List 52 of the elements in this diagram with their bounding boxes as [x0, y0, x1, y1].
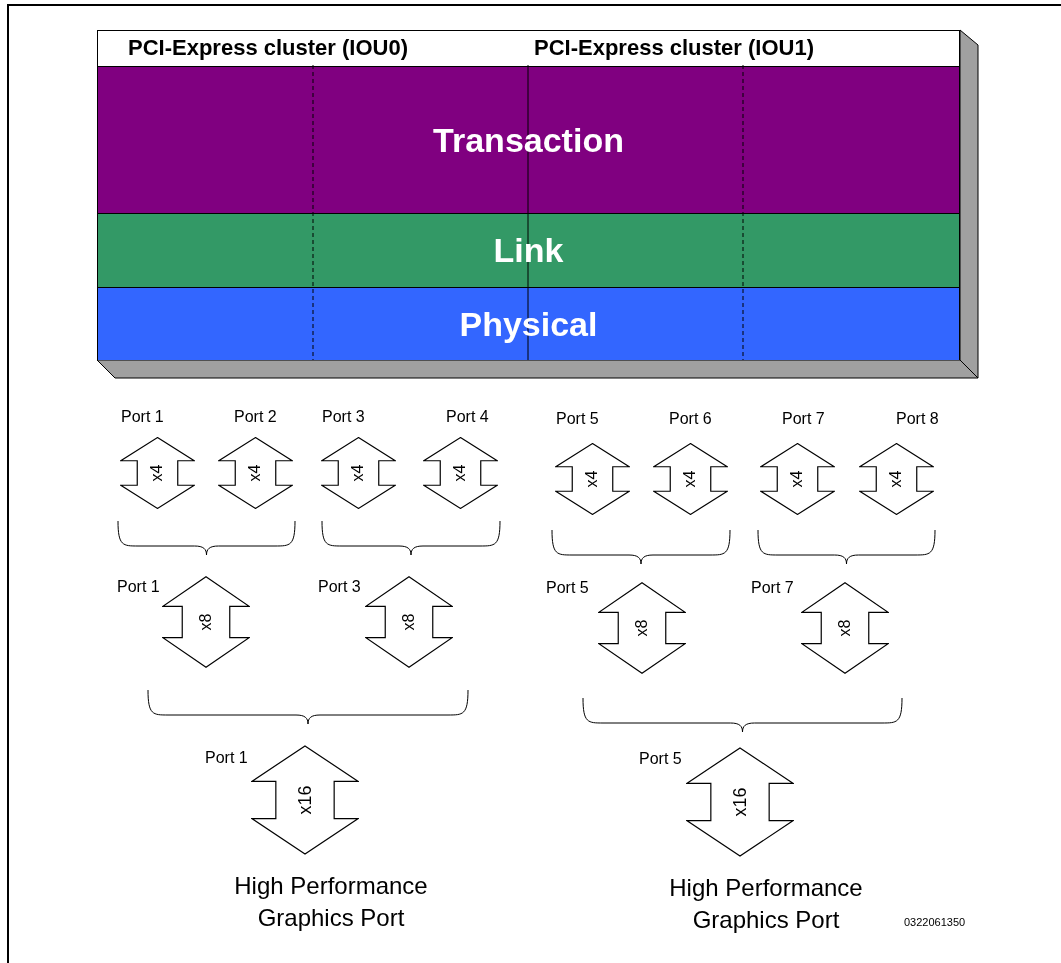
lane-width-label: x8 — [836, 619, 854, 637]
port-width-shape — [598, 582, 686, 674]
port-width-shape — [422, 437, 498, 509]
lane-width-label: x4 — [148, 464, 166, 482]
lane-width-label: x16 — [729, 787, 751, 817]
lane-width-label: x16 — [294, 785, 316, 815]
lane-width-label: x4 — [681, 470, 699, 488]
port-label: Port 1 — [121, 408, 164, 426]
port-width-shape — [251, 745, 359, 855]
port-width-shape — [686, 747, 794, 857]
layer-name: Link — [493, 231, 564, 270]
cluster-heading: PCI-Express cluster (IOU0) — [128, 35, 408, 61]
port-label: Port 1 — [205, 749, 248, 767]
lane-width-label: x4 — [788, 470, 806, 488]
port-label: Port 8 — [896, 410, 939, 428]
lane-width-label: x8 — [400, 613, 418, 631]
port-label: Port 5 — [546, 579, 589, 597]
port-caption: High Performance Graphics Port — [668, 873, 864, 935]
port-width-shape — [162, 576, 250, 668]
lane-width-label: x4 — [583, 470, 601, 488]
port-caption: High Performance Graphics Port — [233, 871, 429, 933]
port-label: Port 7 — [782, 410, 825, 428]
port-width-shape — [365, 576, 453, 668]
figure-number: 0322061350 — [904, 916, 966, 928]
lane-width-label: x4 — [246, 464, 264, 482]
lane-width-label: x4 — [451, 464, 469, 482]
port-label: Port 6 — [669, 410, 712, 428]
cluster-heading: PCI-Express cluster (IOU1) — [534, 35, 814, 61]
layer-band — [98, 287, 959, 360]
port-width-shape — [119, 437, 195, 509]
lane-width-label: x8 — [197, 613, 215, 631]
port-label: Port 1 — [117, 578, 160, 596]
layer-band — [98, 213, 959, 287]
port-label: Port 5 — [639, 750, 682, 768]
port-label: Port 7 — [751, 579, 794, 597]
port-width-shape — [554, 443, 630, 515]
port-width-shape — [320, 437, 396, 509]
port-label: Port 5 — [556, 410, 599, 428]
port-width-shape — [759, 443, 835, 515]
port-width-shape — [801, 582, 889, 674]
port-width-shape — [858, 443, 934, 515]
port-label: Port 3 — [322, 408, 365, 426]
lane-width-label: x4 — [887, 470, 905, 488]
layer-name: Transaction — [433, 120, 624, 160]
lane-width-label: x8 — [633, 619, 651, 637]
lane-width-label: x4 — [349, 464, 367, 482]
port-label: Port 4 — [446, 408, 489, 426]
port-width-shape — [652, 443, 728, 515]
layer-band — [98, 66, 959, 213]
port-label: Port 2 — [234, 408, 277, 426]
port-width-shape — [217, 437, 293, 509]
port-label: Port 3 — [318, 578, 361, 596]
